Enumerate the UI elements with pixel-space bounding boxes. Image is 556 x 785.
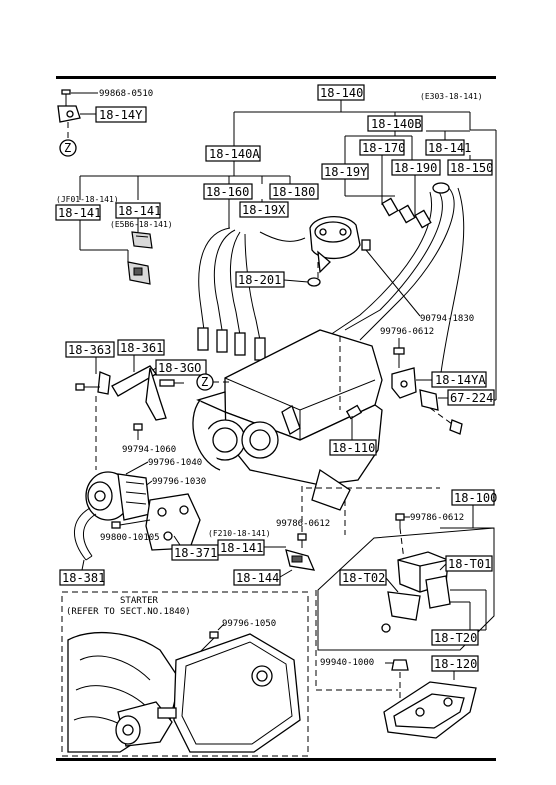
starter-reference-box [61,591,309,757]
code-jf01: (JF01-18-141) [56,195,119,204]
coil-detail-frame [317,527,495,651]
part-number-99796-1050: 99796-1050 [222,619,276,629]
label-18-t02: 18-T02 [342,571,385,585]
label-18-t01: 18-T01 [448,557,491,571]
bolt-99800-10105 [111,519,151,529]
part-number-99940-1000: 99940-1000 [320,658,374,668]
label-18-360: 18-3GO [158,361,201,375]
bolt-99868 [57,89,81,123]
label-18-19x: 18-19X [242,203,286,217]
bolt-99796-0612 [393,347,405,362]
label-18-140b: 18-140B [371,117,422,131]
connector-18-141-left [127,261,151,285]
label-18-141-right: 18-141 [428,141,471,155]
label-18-201: 18-201 [238,273,281,287]
sensor-18-144 [285,549,316,571]
bolt-99786-0612-right [395,513,410,528]
label-18-363: 18-363 [68,343,111,357]
ignition-coil [381,551,451,633]
label-18-120: 18-120 [434,657,477,671]
clip-67-224 [419,389,439,411]
label-67-224: 67-224 [450,391,493,405]
label-18-141-left: 18-141 [58,206,101,220]
part-number-90794: 90794-1830 [420,314,474,324]
alternator-bracket [145,493,201,551]
connector-18-141-mid [131,231,153,249]
part-number-99868: 99868-0510 [99,89,153,99]
code-f210: (F210-18-141) [208,529,271,538]
label-18-371: 18-371 [174,546,217,560]
label-18-t20: 18-T20 [434,631,477,645]
part-number-99800-10105: 99800-10105 [100,533,160,543]
bolt-99786-0612-mid [297,533,307,548]
bracket-18-14ya [391,367,417,399]
part-number-99794-1060: 99794-1060 [122,445,176,455]
part-number-99786-0612-mid: 99786-0612 [276,519,330,529]
label-18-144: 18-144 [236,571,279,585]
label-18-180: 18-180 [272,185,315,199]
part-number-99796-1030: 99796-1030 [152,477,206,487]
adjuster-bracket [97,365,184,421]
top-rule [56,76,496,79]
o-ring [307,277,321,287]
code-e303: (E303-18-141) [420,92,483,101]
distributor [309,216,371,274]
label-18-110: 18-110 [332,441,375,455]
starter-reference: (REFER TO SECT.NO.1840) [66,607,191,617]
bolt-99796-1050 [199,623,225,653]
bolt-99794-1060 [133,423,143,440]
marker-z-top [59,139,77,157]
marker-z-mid-label: Z [201,375,208,389]
label-18-190: 18-190 [394,161,437,175]
part-number-99786-0612-right: 99786-0612 [410,513,464,523]
sensor-18-110 [345,404,363,420]
label-18-361: 18-361 [120,341,163,355]
alternator [85,471,151,521]
label-18-381: 18-381 [62,571,105,585]
label-18-141-mid: 18-141 [118,204,161,218]
label-18-140: 18-140 [320,86,363,100]
nut-99940-1000 [385,659,409,671]
label-18-140a: 18-140A [209,147,260,161]
bottom-rule [56,758,496,761]
code-e5b6: (E5B6-18-141) [110,220,173,229]
label-18-14ya: 18-14YA [435,373,486,387]
part-number-99796-1040: 99796-1040 [148,458,202,468]
label-18-170: 18-170 [362,141,405,155]
bolt-left [75,383,100,391]
belt [74,507,97,561]
label-18-141-lower: 18-141 [220,541,263,555]
grommet [449,419,463,435]
starter-title: STARTER [120,596,159,606]
label-18-14y: 18-14Y [99,108,143,122]
label-18-19y: 18-19Y [324,165,368,179]
label-18-160: 18-160 [206,185,249,199]
transmission-bellhousing [173,633,301,753]
bracket-18-120 [383,681,477,739]
part-number-99796-0612: 99796-0612 [380,327,434,337]
label-18-100: 18-100 [454,491,497,505]
marker-z-top-label: Z [64,141,71,155]
starter-motor [115,701,177,747]
label-18-150: 18-150 [450,161,493,175]
engine-block [192,329,383,511]
